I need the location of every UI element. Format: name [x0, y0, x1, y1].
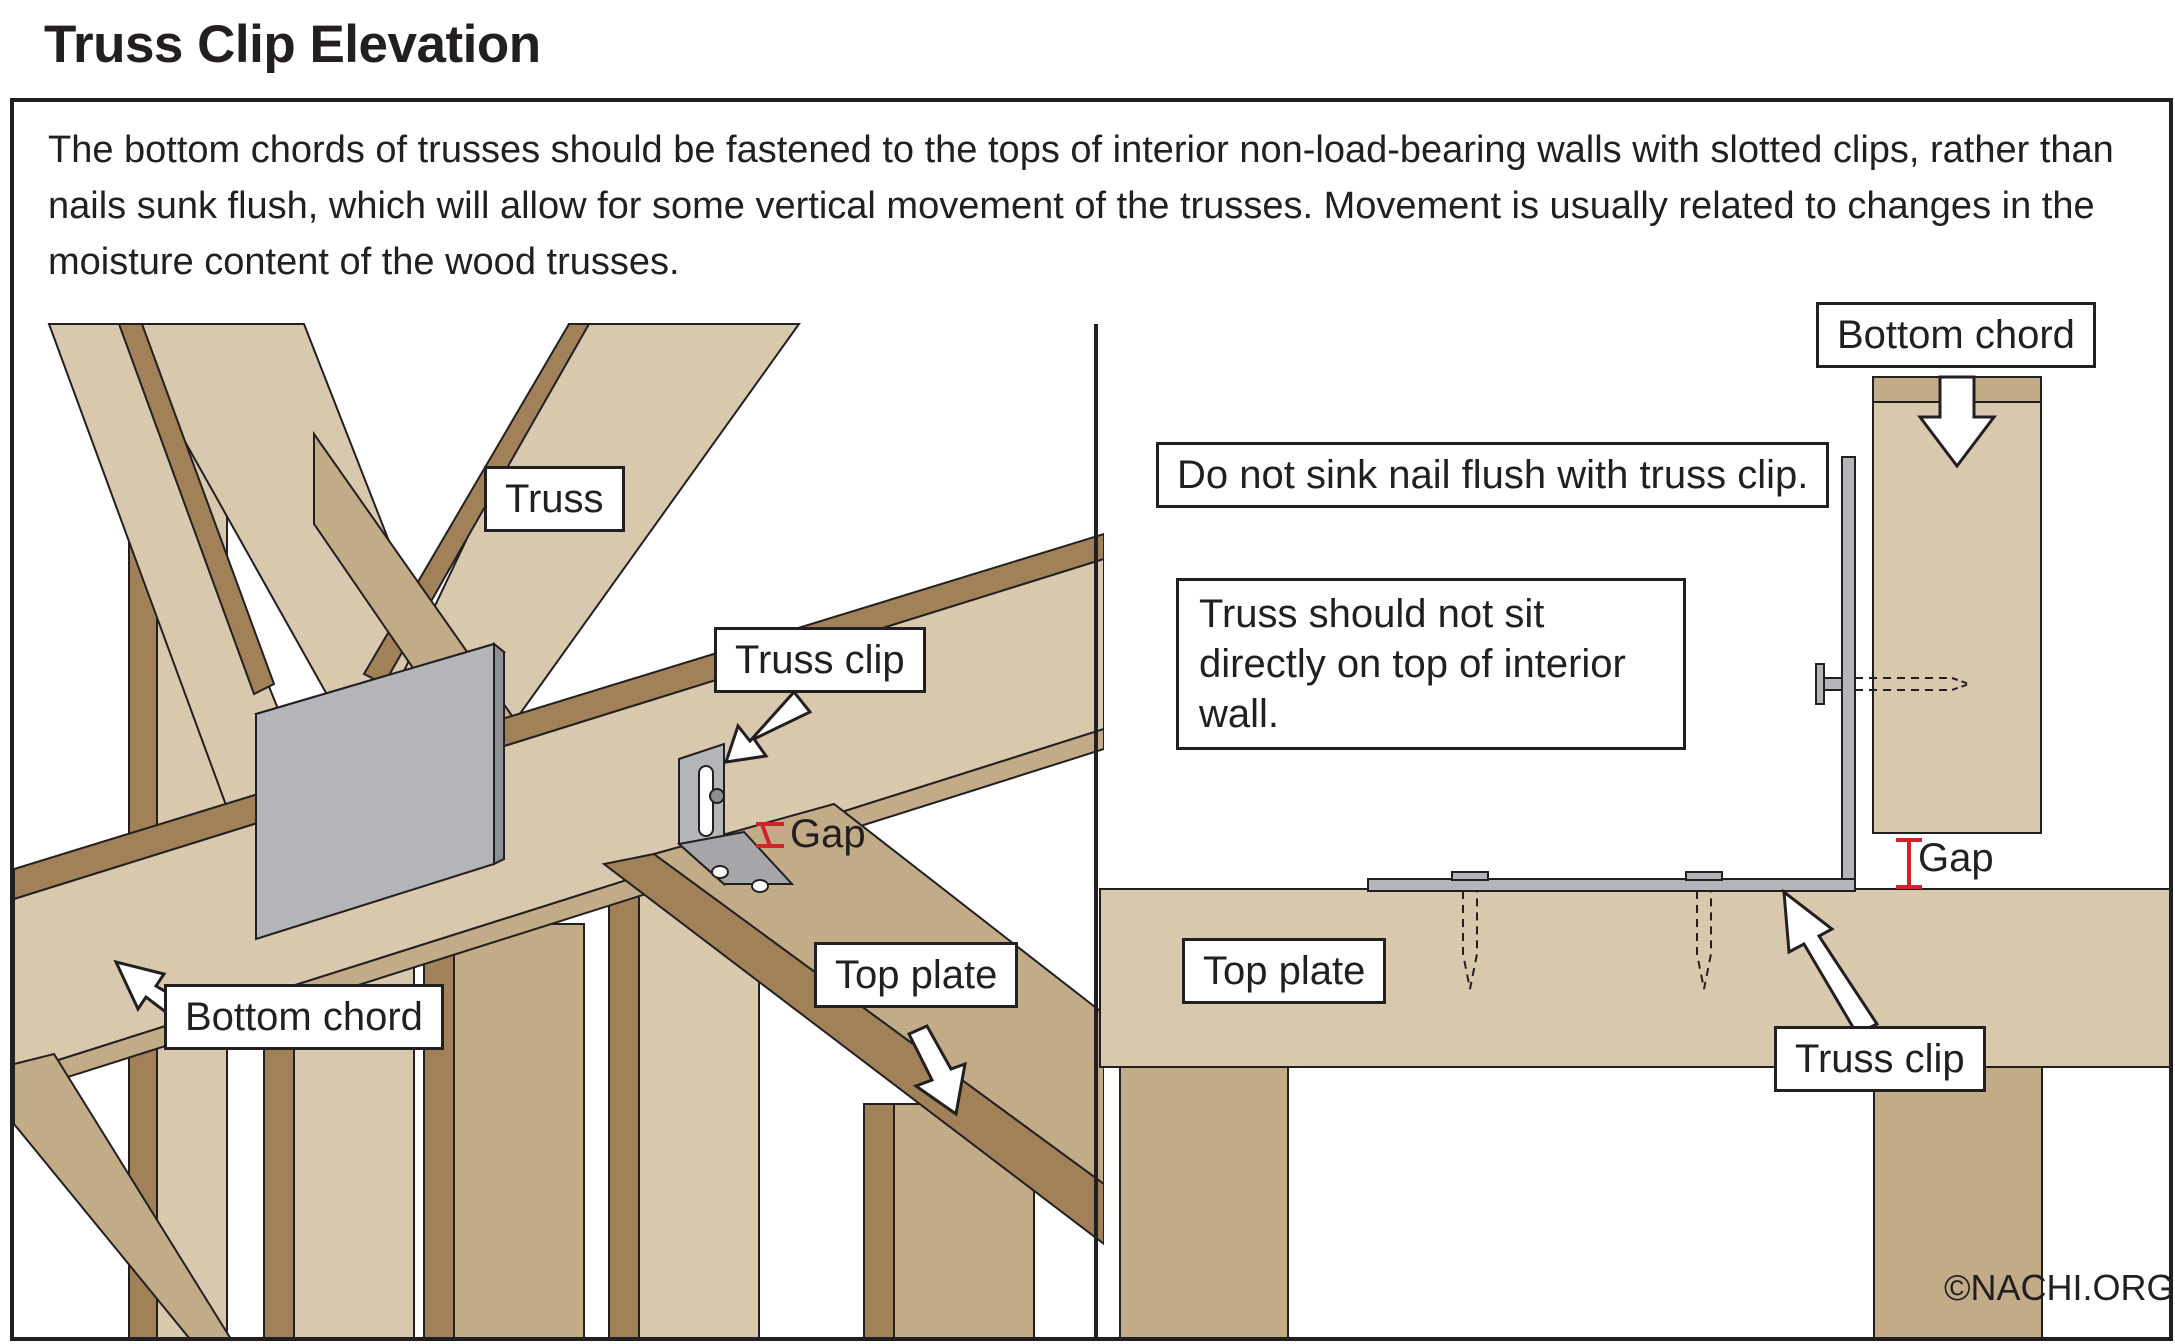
- label-truss-warning: Truss should not sit directly on top of …: [1176, 578, 1686, 750]
- bottom-chord-section: [1872, 376, 2042, 834]
- diagonal-brace: [14, 1052, 231, 1337]
- truss-clip-3d: [676, 742, 795, 893]
- diagram-frame: The bottom chords of trusses should be f…: [10, 98, 2173, 1341]
- nails-vertical: [1462, 891, 1712, 990]
- label-truss: Truss: [484, 466, 625, 532]
- label-bottom-chord-right: Bottom chord: [1816, 302, 2096, 368]
- arrow-top-plate: [906, 1024, 967, 1117]
- label-truss-clip-right: Truss clip: [1774, 1026, 1986, 1092]
- label-truss-clip-left: Truss clip: [714, 627, 926, 693]
- label-gap-left: Gap: [790, 812, 866, 856]
- arrow-truss-clip-up: [1782, 888, 1880, 1036]
- label-nail-warning: Do not sink nail flush with truss clip.: [1156, 442, 1830, 508]
- nail-horizontal: [1815, 663, 1973, 705]
- copyright-text: ©NACHI.ORG: [1944, 1267, 2173, 1308]
- arrow-bottom-chord-down: [1916, 375, 1998, 469]
- description-text: The bottom chords of trusses should be f…: [48, 129, 2114, 283]
- gusset-plate: [254, 641, 507, 941]
- stud-left: [1119, 1066, 1289, 1337]
- panel-divider: [1094, 324, 1098, 1337]
- left-panel-illustration: [14, 323, 1104, 1337]
- arrow-truss-clip: [723, 689, 813, 764]
- label-gap-right: Gap: [1918, 836, 1994, 880]
- label-bottom-chord-left: Bottom chord: [164, 984, 444, 1050]
- bottom-chord-top-strip: [1872, 376, 2042, 403]
- gap-marker-left: [756, 822, 784, 848]
- page-title: Truss Clip Elevation: [44, 15, 541, 74]
- label-top-plate-left: Top plate: [814, 942, 1019, 1008]
- label-top-plate-right: Top plate: [1182, 938, 1387, 1004]
